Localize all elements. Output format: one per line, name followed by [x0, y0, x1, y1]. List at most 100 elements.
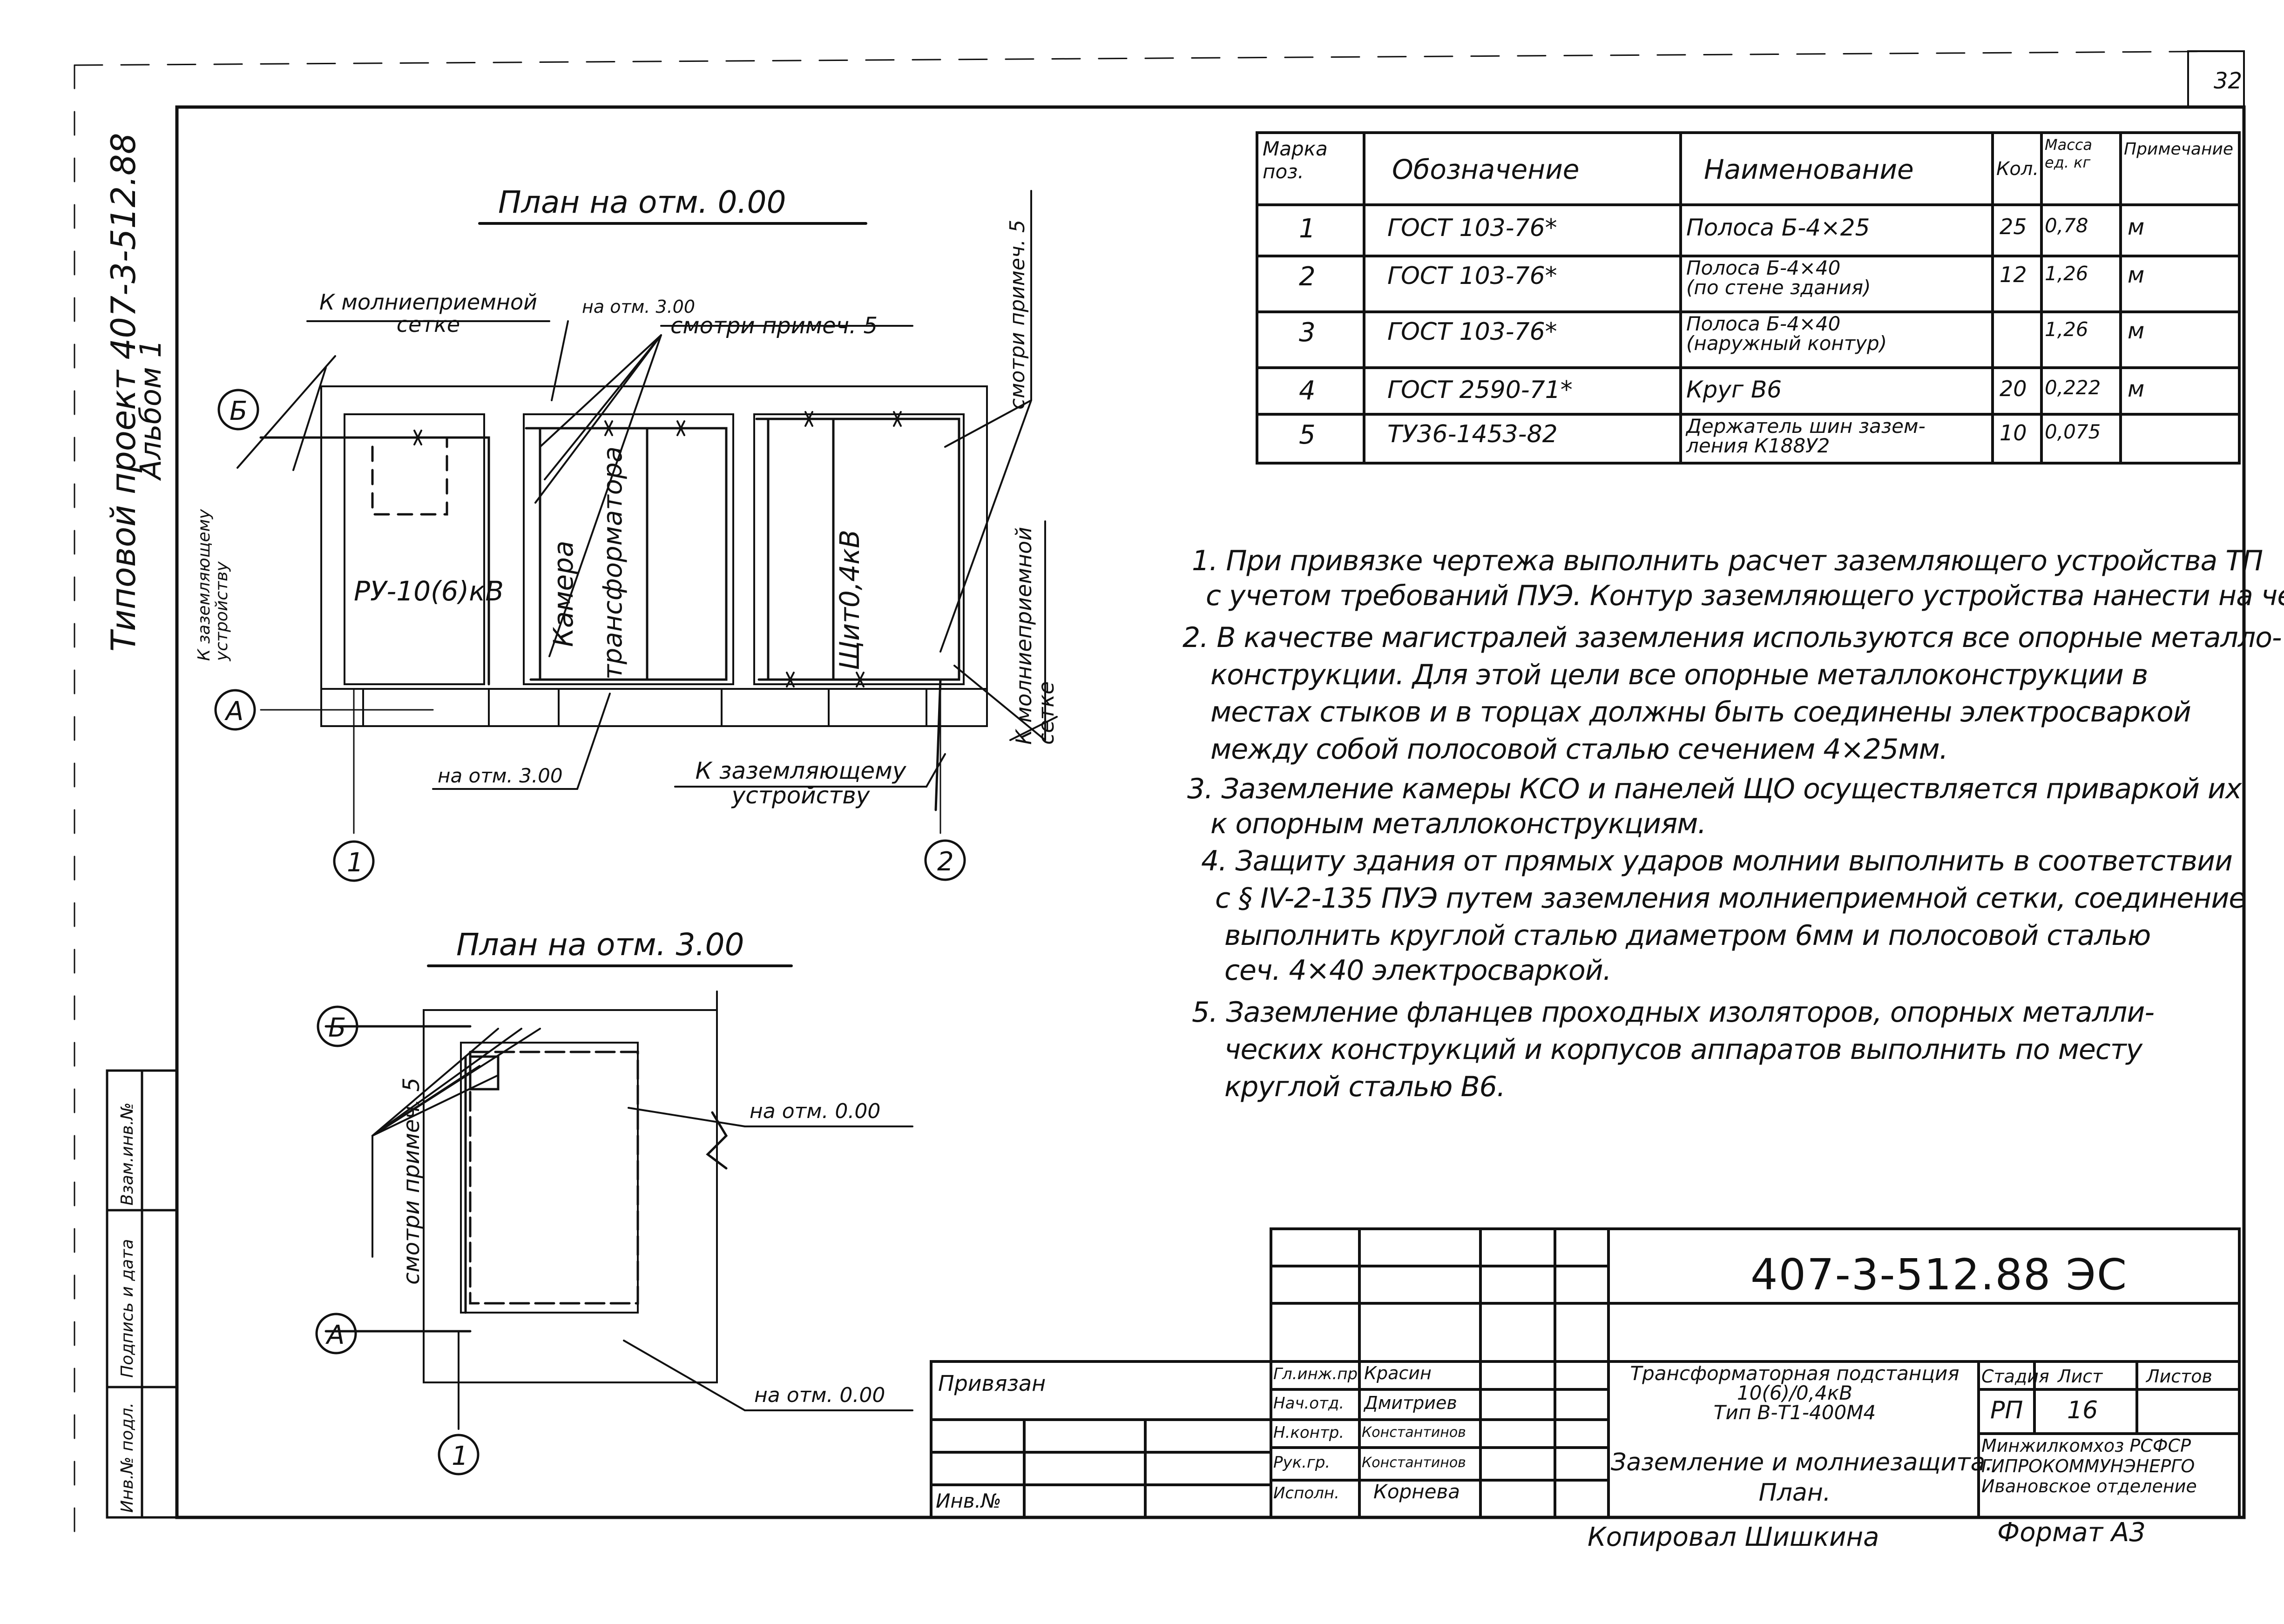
- mesh-top-label: К молниеприемной сетке: [319, 290, 538, 337]
- role-name: Дмитриев: [1364, 1393, 1457, 1413]
- see-note5-top-label: смотри примеч. 5: [670, 313, 878, 339]
- spec-cell-mark: 1: [1299, 214, 1316, 244]
- spec-cell-name: Круг В6: [1686, 376, 1782, 403]
- album-side-title: Альбом 1: [134, 339, 168, 481]
- spec-table-grid: [1256, 131, 2241, 465]
- spec-cell-mass: 0,075: [2045, 420, 2101, 443]
- room-ru-label: РУ-10(6)кВ: [354, 575, 504, 607]
- spec-cell-note: м: [2128, 318, 2145, 344]
- spec-cell-mass: 1,26: [2045, 262, 2088, 285]
- axis-a-label-plan1: А: [224, 696, 243, 727]
- spec-cell-mass: 0,222: [2045, 376, 2101, 399]
- note-line: 4. Защиту здания от прямых ударов молнии…: [1201, 845, 2233, 877]
- spec-header-name: Наименование: [1704, 154, 1914, 185]
- sheet-format: Формат А3: [1997, 1517, 2146, 1548]
- axis-2-label-plan1: 2: [937, 847, 954, 877]
- note-line: выполнить круглой сталью диаметром 6мм и…: [1224, 919, 2151, 952]
- ground-left-label: К заземляющему устройству: [195, 509, 231, 661]
- mesh-right-label: К молниеприемной сетке: [1011, 526, 1059, 745]
- note-line: 5. Заземление фланцев проходных изолятор…: [1192, 996, 2155, 1029]
- note-line: 1. При привязке чертежа выполнить расчет…: [1192, 545, 2263, 577]
- privyazan-label: Привязан: [938, 1371, 1046, 1396]
- note-line: между собой полосовой сталью сечением 4×…: [1210, 733, 1948, 766]
- spec-cell-designation: ГОСТ 103-76*: [1387, 318, 1557, 346]
- spec-header-note: Примечание: [2124, 140, 2234, 159]
- plan1-holder-marks: [413, 411, 902, 687]
- note-line: 3. Заземление камеры КСО и панелей ЩО ос…: [1187, 773, 2242, 805]
- spec-cell-designation: ГОСТ 103-76*: [1387, 262, 1557, 290]
- axis-1-circle-plan2: [438, 1434, 480, 1476]
- plan2-see-note-label: смотри примеч. 5: [399, 1078, 425, 1285]
- role-name: Корнева: [1373, 1480, 1460, 1503]
- spec-header-qty: Кол.: [1996, 158, 2039, 180]
- role-label: Гл.инж.пр.: [1273, 1365, 1363, 1383]
- inv-no-label: Инв.№: [936, 1489, 1001, 1512]
- room-shield-label: Щит0,4кВ: [834, 530, 865, 670]
- spec-cell-qty: 12: [2000, 262, 2027, 287]
- role-label: Рук.гр.: [1273, 1453, 1331, 1472]
- axis-a-circle-plan2: [315, 1313, 357, 1354]
- organization: Минжилкомхоз РСФСР ГИПРОКОММУНЭНЕРГО Ива…: [1981, 1435, 2197, 1497]
- axis-b-label-plan1: Б: [230, 396, 247, 426]
- sheet-value: 16: [2067, 1396, 2098, 1424]
- spec-cell-name: Полоса Б-4×40 (по стене здания): [1686, 256, 1871, 299]
- sheet-name: Заземление и молниезащита. План.: [1611, 1449, 1993, 1507]
- spec-cell-qty: 25: [2000, 214, 2027, 239]
- spec-cell-mark: 5: [1299, 420, 1316, 450]
- role-label: Исполн.: [1273, 1484, 1339, 1503]
- plan2-leaders: [372, 1028, 913, 1430]
- stage-value: РП: [1990, 1396, 2023, 1424]
- elev-top-label: на отм. 3.00: [582, 296, 696, 317]
- spec-header-mass: Масса ед. кг: [2045, 136, 2097, 171]
- axis-b-label-plan2: Б: [328, 1013, 346, 1043]
- note-line: с учетом требований ПУЭ. Контур заземляю…: [1206, 580, 2284, 612]
- privyazan-grid: [930, 1360, 1272, 1519]
- axis-1-label-plan1: 1: [347, 848, 364, 878]
- page-number-box: [2187, 50, 2245, 108]
- sheet-label: Лист: [2058, 1366, 2103, 1387]
- side-stamp-sign-date: Подпись и дата: [118, 1239, 137, 1378]
- role-label: Н.контр.: [1273, 1423, 1345, 1442]
- see-note5-right-label: смотри примеч. 5: [1006, 220, 1029, 410]
- page-number: 32: [2214, 68, 2242, 94]
- spec-header-designation: Обозначение: [1392, 154, 1580, 185]
- plan2-building: [423, 991, 718, 1383]
- note-line: ческих конструкций и корпусов аппаратов …: [1224, 1033, 2142, 1066]
- plan1-title: План на отм. 0.00: [498, 184, 786, 220]
- axis-1-label-plan2: 1: [452, 1441, 468, 1471]
- axis-a-circle-plan1: [214, 689, 256, 731]
- note-line: сеч. 4×40 электросваркой.: [1224, 954, 1612, 987]
- spec-cell-qty: 10: [2000, 420, 2027, 445]
- sheets-label: Листов: [2146, 1366, 2212, 1387]
- spec-cell-designation: ГОСТ 103-76*: [1387, 214, 1557, 242]
- note-line: конструкции. Для этой цели все опорные м…: [1210, 659, 2148, 691]
- role-name: Константинов: [1362, 1455, 1466, 1471]
- copied-by: Копировал Шишкина: [1588, 1522, 1879, 1552]
- spec-cell-mark: 3: [1299, 317, 1316, 348]
- side-stamp-vzam-inv: Взам.инв.№: [118, 1102, 137, 1206]
- note-line: 2. В качестве магистралей заземления исп…: [1183, 621, 2282, 654]
- spec-cell-mark: 4: [1299, 376, 1316, 406]
- side-stamp-inv-podl: Инв.№ подл.: [118, 1402, 137, 1513]
- ground-bottom-label: К заземляющему устройству: [695, 757, 906, 809]
- room-camera-label: Камера: [547, 540, 579, 647]
- spec-cell-mark: 2: [1299, 262, 1316, 292]
- axis-2-circle-plan1: [924, 839, 966, 881]
- role-name: Константинов: [1362, 1424, 1466, 1441]
- axis-b-circle-plan1: [217, 389, 259, 431]
- spec-cell-note: м: [2128, 262, 2145, 288]
- plan2-title: План на отм. 3.00: [456, 927, 744, 963]
- spec-cell-designation: ТУ36-1453-82: [1387, 420, 1558, 448]
- plan1-leaders: [237, 190, 1058, 790]
- spec-cell-name: Полоса Б-4×40 (наружный контур): [1686, 312, 1887, 355]
- title-block-grid: [1270, 1227, 2241, 1519]
- plan1-building: [320, 385, 988, 727]
- doc-code: 407-3-512.88 ЭС: [1750, 1250, 2128, 1300]
- note-line: круглой сталью В6.: [1224, 1071, 1506, 1103]
- note-line: с § IV-2-135 ПУЭ путем заземления молние…: [1215, 882, 2246, 915]
- spec-cell-name: Держатель шин зазем- ления К188У2: [1686, 415, 1926, 457]
- plan1-grounding-strips: [259, 418, 960, 811]
- plan2-elev-b-label: на отм. 0.00: [754, 1383, 885, 1407]
- spec-header-mark: Марка поз.: [1263, 137, 1334, 183]
- spec-cell-mass: 0,78: [2045, 214, 2088, 237]
